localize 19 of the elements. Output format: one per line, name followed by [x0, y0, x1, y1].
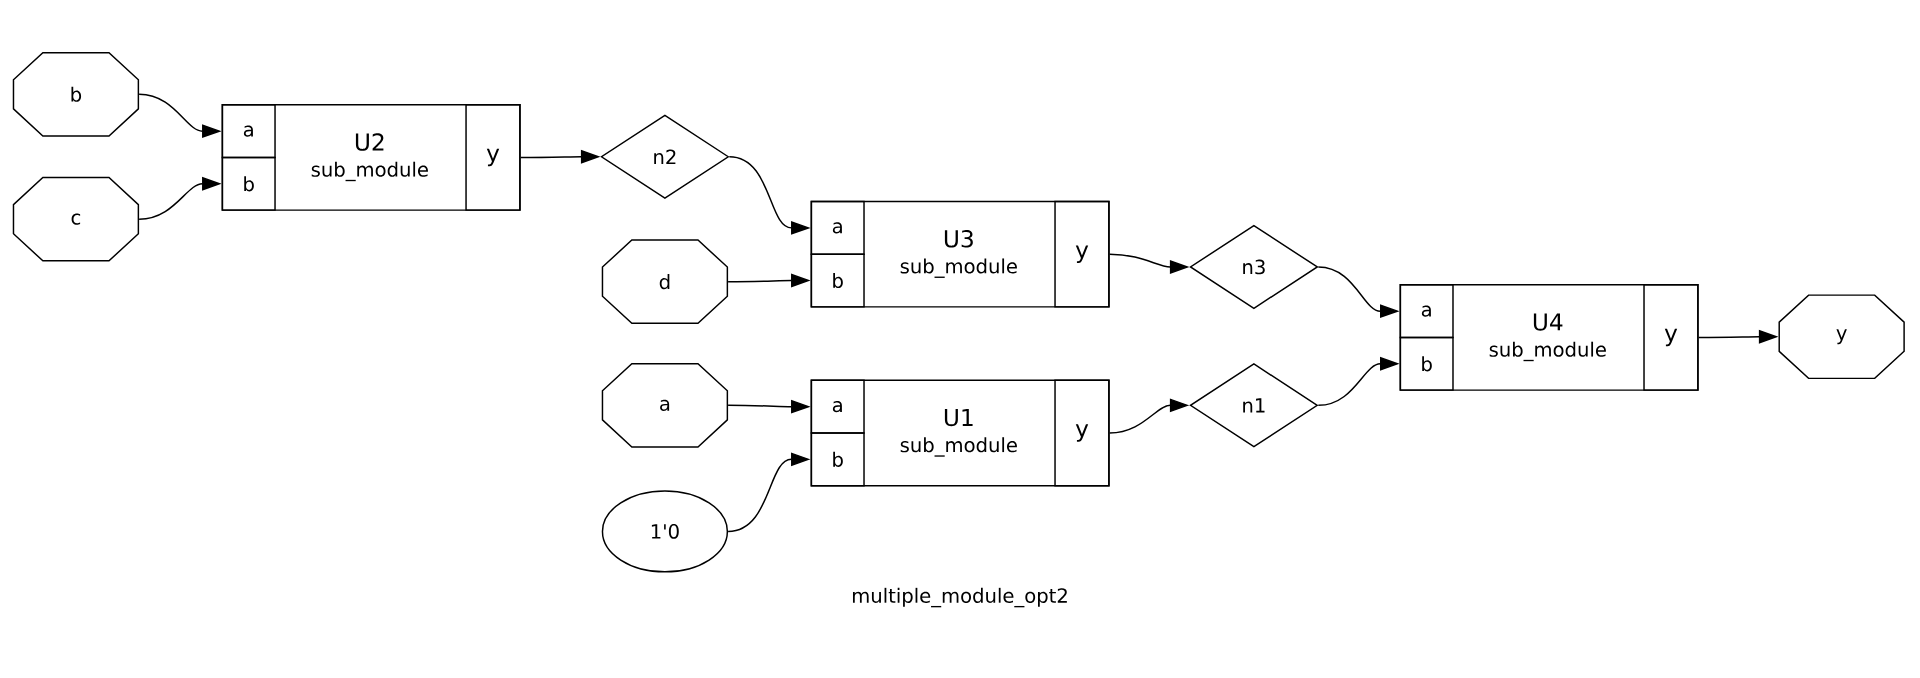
port-cell: a: [810, 200, 865, 255]
octagon-node: b: [12, 51, 140, 137]
port-cell: b: [221, 156, 276, 211]
port-cell: a: [1399, 283, 1454, 339]
port-cell: a: [221, 103, 276, 159]
port-cell: y: [1054, 200, 1110, 308]
octagon-node: c: [12, 176, 140, 262]
port-cell: a: [810, 379, 865, 434]
port-cell: y: [1054, 379, 1110, 487]
octagon-node: a: [601, 362, 729, 448]
octagon-node: d: [601, 239, 729, 324]
port-cell: y: [465, 103, 521, 211]
ellipse-node: 1'0: [601, 490, 729, 573]
port-cell: b: [810, 253, 865, 308]
port-cell: b: [810, 432, 865, 487]
octagon-node: y: [1778, 294, 1905, 379]
caption: multiple_module_opt2: [853, 587, 1067, 608]
port-cell: y: [1643, 283, 1699, 391]
port-cell: b: [1399, 336, 1454, 391]
